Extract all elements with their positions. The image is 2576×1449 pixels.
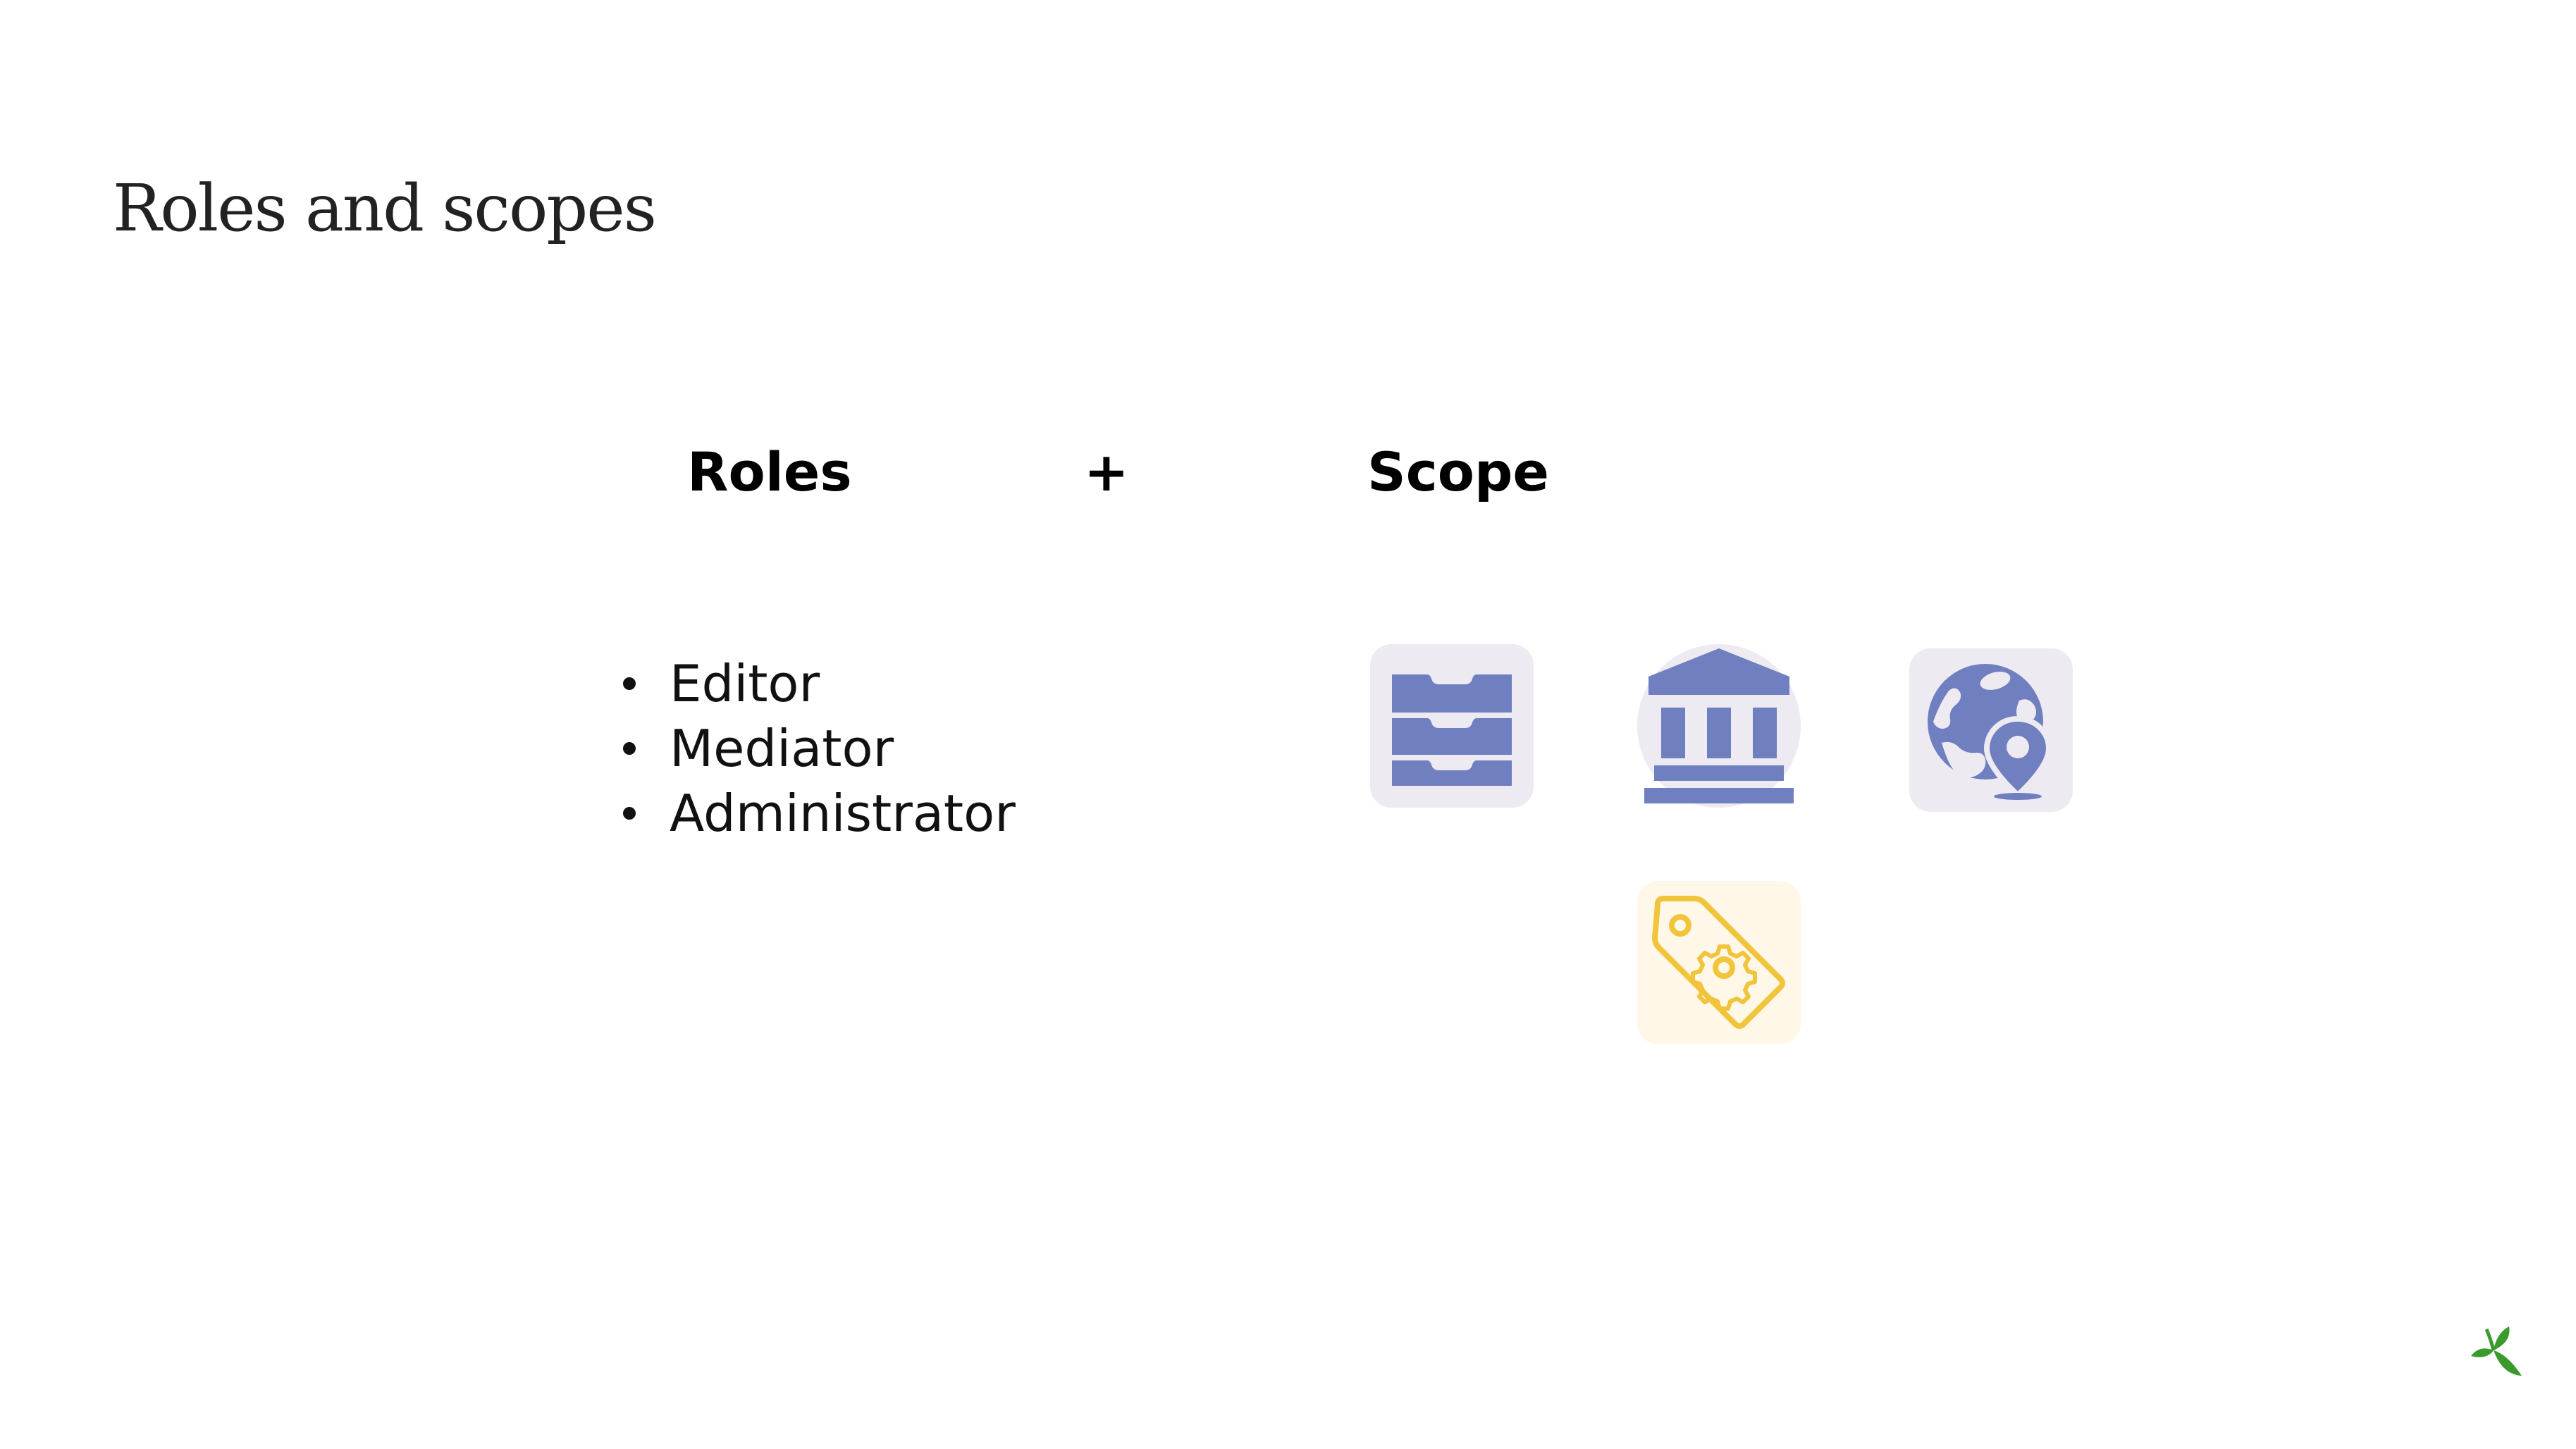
- institution-icon: [1644, 648, 1794, 803]
- roles-heading: Roles: [687, 440, 852, 503]
- bullet-icon: [623, 677, 636, 690]
- list-item: Administrator: [612, 781, 1016, 846]
- institution-icon-tile: [1637, 644, 1801, 808]
- list-item: Mediator: [612, 716, 1016, 781]
- role-label: Mediator: [670, 719, 894, 778]
- leaf-logo-icon: [2471, 1326, 2522, 1376]
- tag-gear-icon: [1652, 896, 1785, 1029]
- slide-title: Roles and scopes: [113, 171, 657, 246]
- drawers-icon-tile: [1370, 644, 1534, 808]
- tag-gear-icon-tile: [1637, 881, 1801, 1044]
- drawers-icon: [1392, 674, 1512, 786]
- roles-list: Editor Mediator Administrator: [612, 651, 1016, 846]
- bullet-icon: [623, 807, 636, 820]
- scope-heading: Scope: [1367, 440, 1549, 503]
- globe-location-icon: [1928, 664, 2052, 800]
- list-item: Editor: [612, 651, 1016, 716]
- bullet-icon: [623, 742, 636, 755]
- role-label: Editor: [670, 654, 820, 713]
- plus-sign: +: [1084, 440, 1129, 503]
- globe-location-icon-tile: [1909, 648, 2073, 812]
- role-label: Administrator: [670, 784, 1016, 843]
